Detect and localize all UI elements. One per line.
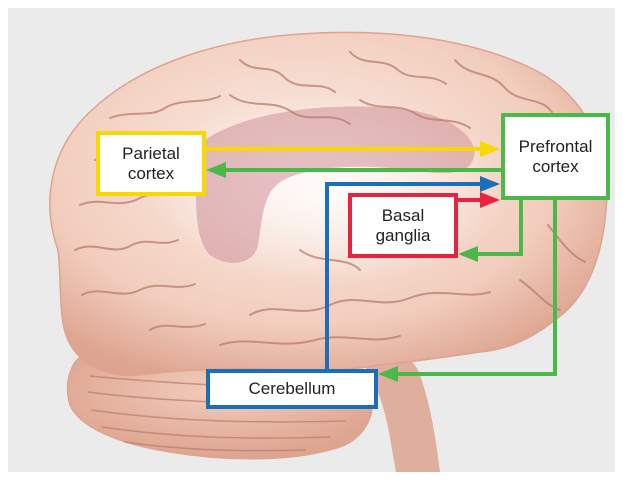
cerebellum-label: Cerebellum	[249, 379, 336, 399]
cerebellum-box: Cerebellum	[206, 369, 378, 409]
basal-ganglia-label: Basal ganglia	[376, 206, 431, 246]
prefrontal-cortex-label: Prefrontal cortex	[519, 137, 593, 177]
parietal-cortex-label: Parietal cortex	[122, 144, 180, 184]
basal-ganglia-box: Basal ganglia	[348, 193, 458, 258]
prefrontal-cortex-box: Prefrontal cortex	[501, 113, 610, 200]
parietal-cortex-box: Parietal cortex	[96, 131, 206, 196]
